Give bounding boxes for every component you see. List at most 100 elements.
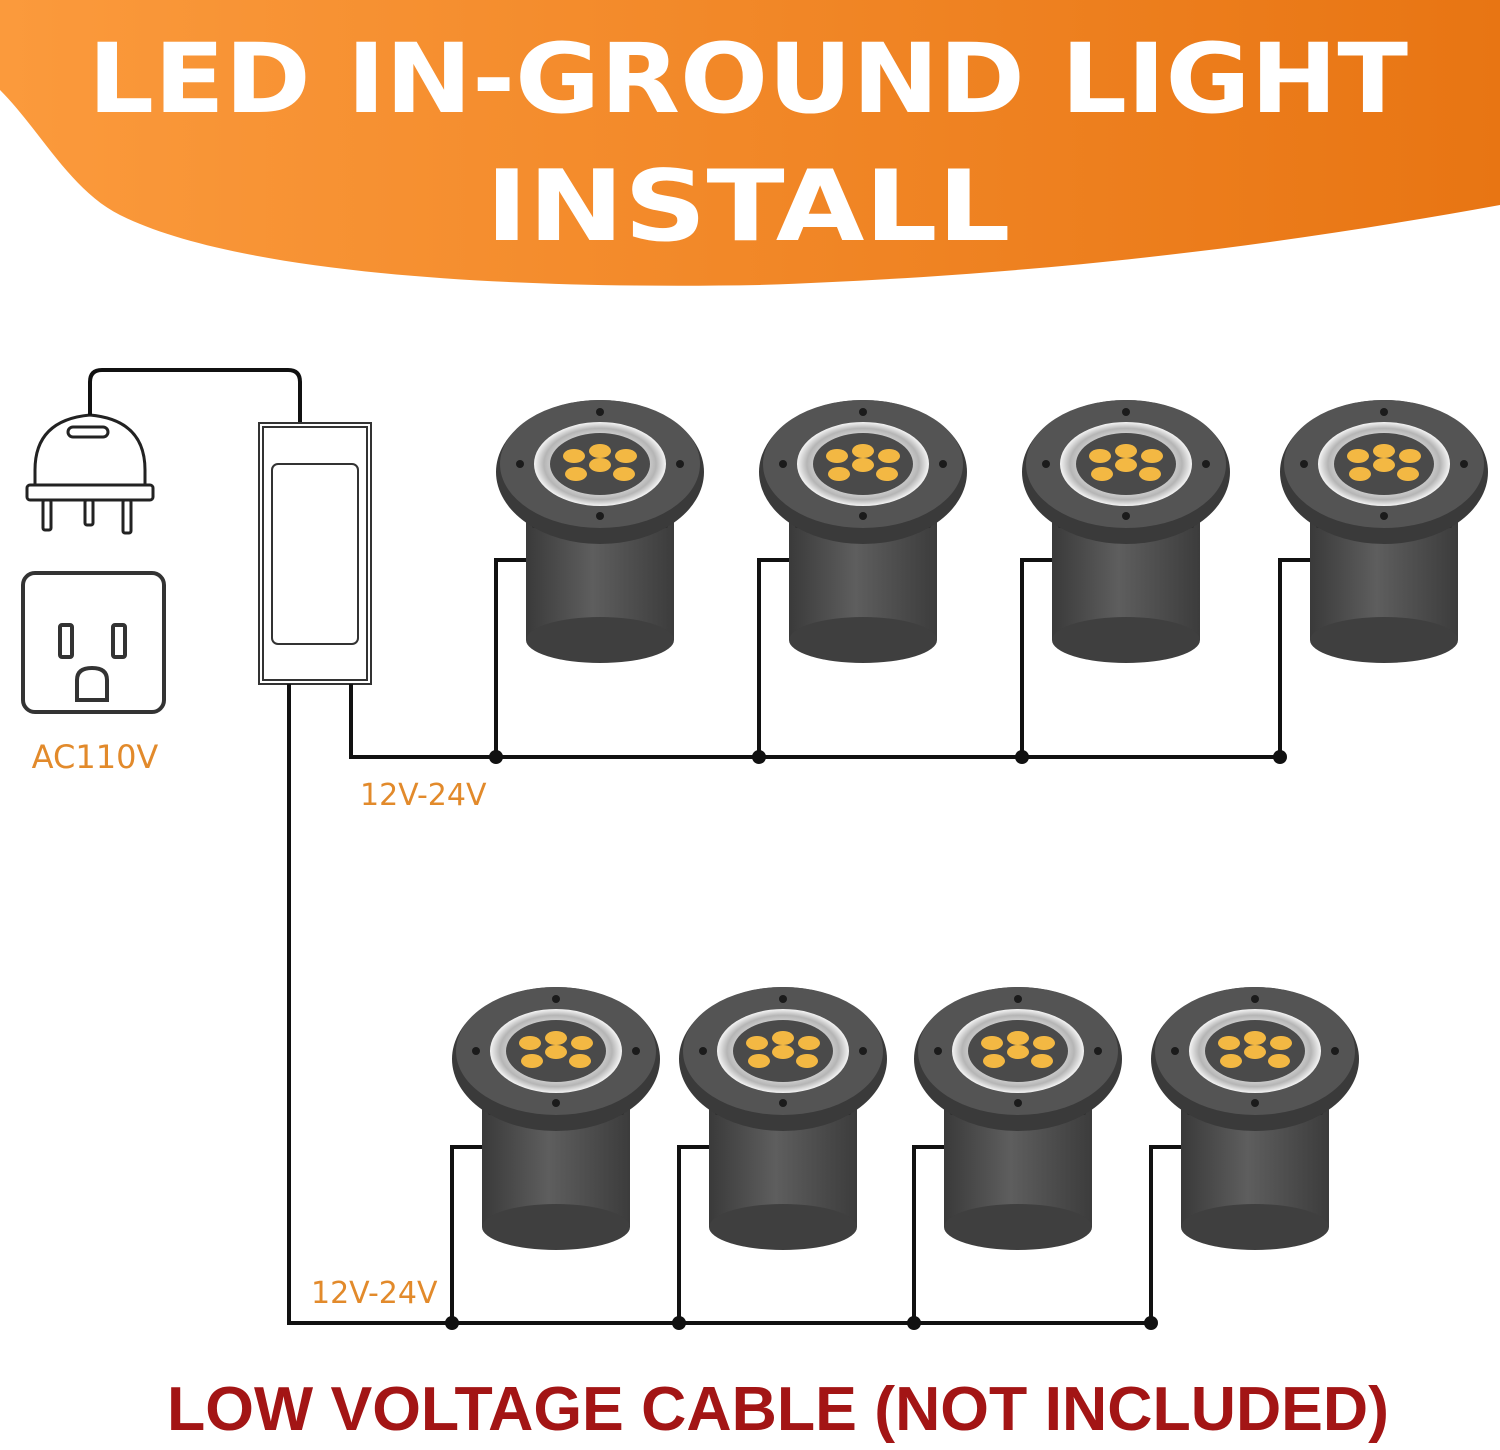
branch-wire: [757, 558, 789, 757]
screw-hole: [779, 1099, 787, 1107]
screw-hole: [1300, 460, 1308, 468]
screw-hole: [596, 512, 604, 520]
led-chip: [1031, 1054, 1053, 1068]
screw-hole: [859, 1047, 867, 1055]
junction-dot: [1144, 1316, 1158, 1330]
branch-wire: [450, 1145, 482, 1323]
branch-wire: [912, 1145, 944, 1323]
screw-hole: [1042, 460, 1050, 468]
screw-hole: [596, 408, 604, 416]
led-chip: [1220, 1054, 1242, 1068]
wall-outlet-icon: [21, 571, 166, 714]
branch-wire: [1020, 558, 1052, 757]
row1-voltage-label: 12V-24V: [360, 778, 487, 813]
led-chip: [1268, 1054, 1290, 1068]
light-fixture: [452, 987, 660, 1250]
led-chip: [1139, 467, 1161, 481]
screw-hole: [552, 995, 560, 1003]
led-chip: [1115, 458, 1137, 472]
screw-hole: [472, 1047, 480, 1055]
led-chip: [1218, 1036, 1240, 1050]
led-chip: [545, 1031, 567, 1045]
light-body-bottom: [944, 1204, 1092, 1250]
light-fixture: [679, 987, 887, 1250]
led-chip: [1397, 467, 1419, 481]
screw-hole: [676, 460, 684, 468]
header-banner: LED IN-GROUND LIGHT INSTALL: [0, 0, 1500, 286]
low-voltage-wiring: [287, 558, 1310, 1330]
branch-wire: [494, 558, 526, 757]
screw-hole: [1331, 1047, 1339, 1055]
screw-hole: [779, 995, 787, 1003]
led-chip: [589, 458, 611, 472]
screw-hole: [1122, 512, 1130, 520]
screw-hole: [939, 460, 947, 468]
light-fixture: [1280, 400, 1488, 663]
branch-wire: [1278, 558, 1310, 757]
led-chip: [613, 467, 635, 481]
screw-hole: [779, 460, 787, 468]
light-body-bottom: [482, 1204, 630, 1250]
led-chip: [748, 1054, 770, 1068]
led-chip: [796, 1054, 818, 1068]
screw-hole: [1202, 460, 1210, 468]
row2-voltage-label: 12V-24V: [311, 1276, 438, 1311]
led-driver-box: [258, 422, 372, 685]
light-fixture: [759, 400, 967, 663]
led-chip: [1091, 467, 1113, 481]
led-chip: [983, 1054, 1005, 1068]
screw-hole: [1380, 512, 1388, 520]
light-body-bottom: [709, 1204, 857, 1250]
led-chip: [981, 1036, 1003, 1050]
power-plug-icon: [25, 413, 155, 535]
junction-dot: [907, 1316, 921, 1330]
screw-hole: [859, 408, 867, 416]
plug-cord: [88, 368, 302, 424]
trunk-wire: [349, 684, 1280, 759]
screw-hole: [1460, 460, 1468, 468]
led-chip: [826, 449, 848, 463]
led-chip: [1115, 444, 1137, 458]
screw-hole: [1094, 1047, 1102, 1055]
light-body-bottom: [789, 617, 937, 663]
screw-hole: [934, 1047, 942, 1055]
led-chip: [1373, 458, 1395, 472]
screw-hole: [1171, 1047, 1179, 1055]
light-fixture: [1022, 400, 1230, 663]
led-chip: [1270, 1036, 1292, 1050]
branch-wire: [1149, 1145, 1181, 1323]
light-fixture: [914, 987, 1122, 1250]
led-chip: [828, 467, 850, 481]
junction-dot: [672, 1316, 686, 1330]
screw-hole: [859, 512, 867, 520]
junction-dot: [489, 750, 503, 764]
led-chip: [571, 1036, 593, 1050]
led-chip: [1373, 444, 1395, 458]
junction-dot: [445, 1316, 459, 1330]
screw-hole: [1014, 995, 1022, 1003]
led-chip: [852, 444, 874, 458]
led-chip: [1141, 449, 1163, 463]
led-chip: [1007, 1031, 1029, 1045]
trunk-wire: [287, 684, 1151, 1325]
source-voltage-label: AC110V: [32, 738, 159, 776]
led-chip: [1244, 1031, 1266, 1045]
light-fixture: [1151, 987, 1359, 1250]
screw-hole: [1251, 995, 1259, 1003]
led-chip: [1244, 1045, 1266, 1059]
led-chip: [565, 467, 587, 481]
led-chip: [569, 1054, 591, 1068]
led-chip: [1033, 1036, 1055, 1050]
light-fixture: [496, 400, 704, 663]
light-body-bottom: [526, 617, 674, 663]
screw-hole: [1122, 408, 1130, 416]
led-chip: [746, 1036, 768, 1050]
footer-note: LOW VOLTAGE CABLE (NOT INCLUDED): [167, 1375, 1389, 1444]
screw-hole: [699, 1047, 707, 1055]
led-chip: [545, 1045, 567, 1059]
screw-hole: [552, 1099, 560, 1107]
screw-hole: [1251, 1099, 1259, 1107]
branch-wire: [677, 1145, 709, 1323]
led-chip: [563, 449, 585, 463]
